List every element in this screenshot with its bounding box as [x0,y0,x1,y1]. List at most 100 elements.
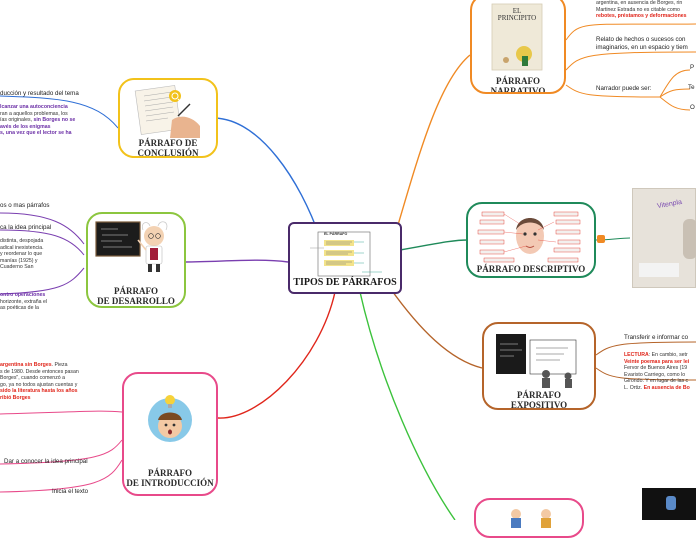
expositivo-line-6a: L. Ortiz. [624,384,644,391]
conclusion-line-3a: ías originales, [0,117,34,124]
link-narrativo [397,54,471,226]
conclusion-snippet: lcanzar una autoconciencia ran a aquello… [0,104,112,137]
thumbnail-title: EL PÁRRAFO [324,232,348,236]
narrativo-relato-1: Relato de hechos o sucesos con [596,36,686,43]
node-desarrollo[interactable]: PÁRRAFO DE DESARROLLO [86,212,186,308]
book-cover-icon [491,3,543,71]
classroom-photo[interactable]: Vitenpla [632,188,696,288]
thumbnail-figure [666,496,676,510]
desarrollo-heading: os o mas párrafos [0,202,50,209]
link-narrator-opt1 [659,69,691,98]
link-narrativo-sub3 [565,84,661,98]
intro-line-1b: . Pieza [51,362,68,368]
intro-label-starts: Inicia el texto [52,488,89,495]
desarrollo-snippet-2: ontro operaciones horizonte, extraña el … [0,292,80,312]
presenter-board-icon [496,334,577,388]
link-intro-sub3 [0,459,123,493]
link-expositivo-sub1 [595,341,696,356]
narrativo-line-3: rebotes, préstamos y deformaciones [596,13,687,20]
book-title: EL PRINCIPITO [497,7,537,22]
expositivo-line-1b: : En cambio, setr [648,352,688,358]
link-intro-sub2 [0,439,123,465]
link-expositivo [389,287,483,369]
narrativo-line-1: argentina, en ausencia de Borges, rin [596,0,683,6]
narrador-option-2: Te [688,84,695,91]
node-bottom-partial[interactable] [474,498,584,538]
link-conclusion-sub [0,95,119,129]
caption-conclusion: PÁRRAFO DE CONCLUSIÓN [137,138,199,158]
intro-line-5: sido la literatura hasta los años [0,388,78,395]
expositivo-line-6b: En ausencia de Bo [643,384,690,391]
node-conclusion[interactable]: PÁRRAFO DE CONCLUSIÓN [118,78,218,158]
center-title: TIPOS DE PÁRRAFOS [293,277,397,288]
conclusion-line-2: ran a aquellos problemas, los [0,110,68,117]
caption-narrativo: PÁRRAFO NARRATIVO [490,76,546,94]
desarrollo-line-2: adical inexistencia. [0,244,44,251]
narrativo-snippet: argentina, en ausencia de Borges, rin Ma… [596,0,696,20]
link-narrator-opt3 [659,96,691,111]
expositivo-line-1a: LECTURA [624,352,649,358]
conclusion-line-5: s, una vez que el lector se ha [0,130,72,137]
link-conclusion [214,117,321,239]
paragraph-diagram-thumbnail [310,231,382,277]
expositivo-line-2: Veinte poemas para ser lei [624,358,690,365]
link-desarrollo [184,259,289,263]
caption-expositivo: PÁRRAFO EXPOSITIVO [510,390,568,410]
link-desarrollo-sub2 [0,229,85,256]
link-narrativo-sub2 [565,51,696,71]
desarrollo-snippet: distinta, despojada adical inexistencia.… [0,238,80,271]
desarrollo-subheading: ca la idea principal [0,224,52,231]
expositivo-line-4: Evaristo Carriego, como lo [624,371,686,378]
narrativo-relato-2: imaginarios, en un espacio y tiem [596,44,688,51]
desarrollo-line-3: y reordenar lo que [0,251,43,258]
link-expositivo-sub2 [595,367,696,381]
link-desarrollo-sub3 [0,267,85,295]
link-introduccion [217,291,336,419]
desarrollo-line-4: manías (1925) y [0,257,38,264]
photo-whiteboard-word: Vitenpla [656,198,683,211]
link-narrator-opt2 [659,88,691,98]
people-icon [511,509,551,528]
link-descriptivo [399,239,469,251]
intro-line-3: Borges", cuando comenzó a [0,375,65,382]
expositivo-line-3: Fervor de Buenos Aires (19 [624,365,688,372]
intro-line-2: s de 1980. Desde entonces pasan [0,368,79,375]
expositivo-line-5: Girondo. Y en lugar de las c [624,378,689,385]
desarrollo-line-8: as poéticas de la [0,305,39,312]
photo-person [683,219,696,259]
narrador-label: Narrador puede ser: [596,85,652,92]
intro-label-main-idea: Dar a conocer la idea principal [4,458,88,465]
desarrollo-line-7: horizonte, extraña el [0,298,48,305]
caption-desarrollo: PÁRRAFO DE DESARROLLO [97,286,175,306]
conclusion-line-3b: sin Borges no se [33,117,76,124]
link-narrativo-sub1 [565,23,696,41]
narrador-option-1: P [690,64,695,71]
node-expositivo[interactable]: PÁRRAFO EXPOSITIVO [482,322,596,410]
idea-lightbulb-head-icon [148,395,192,442]
conclusion-heading: ducción y resultado del tema [0,90,79,97]
expositivo-heading: Transferir e informar co [624,334,689,341]
rss-icon[interactable] [597,235,605,243]
node-narrativo[interactable]: EL PRINCIPITO PÁRRAFO NARRATIVO [470,0,566,94]
bottom-right-thumbnail[interactable] [642,488,696,520]
face-parts-diagram-icon [477,211,581,263]
caption-introduccion: PÁRRAFO DE INTRODUCCIÓN [126,468,214,488]
expositivo-snippet: LECTURA: En cambio, setr Veinte poemas p… [624,352,696,392]
photo-desk [639,263,679,277]
center-node[interactable]: EL PÁRRAFO TIPOS DE PÁRRAFOS [288,222,402,294]
conclusion-line-1: lcanzar una autoconciencia [0,104,68,110]
narrativo-line-2: Martinez Estrada no es citable como [596,6,680,13]
intro-line-6: ribió Borges [0,394,31,401]
link-bottom [359,291,456,520]
desarrollo-line-5: Cuaderno San [0,264,34,271]
node-introduccion[interactable]: PÁRRAFO DE INTRODUCCIÓN [122,372,218,496]
link-desarrollo-sub1 [0,212,85,245]
connector-lines [0,23,696,520]
intro-line-1a: argentina sin Borges [0,362,52,368]
intro-snippet: argentina sin Borges. Pieza s de 1980. D… [0,362,120,402]
node-descriptivo[interactable]: PÁRRAFO DESCRIPTIVO [466,202,596,278]
writing-hand-icon [134,85,200,138]
desarrollo-line-6: ontro operaciones [0,292,46,298]
conclusion-line-4: avés de los enigmas [0,123,51,130]
professor-chalkboard-icon [95,221,168,272]
